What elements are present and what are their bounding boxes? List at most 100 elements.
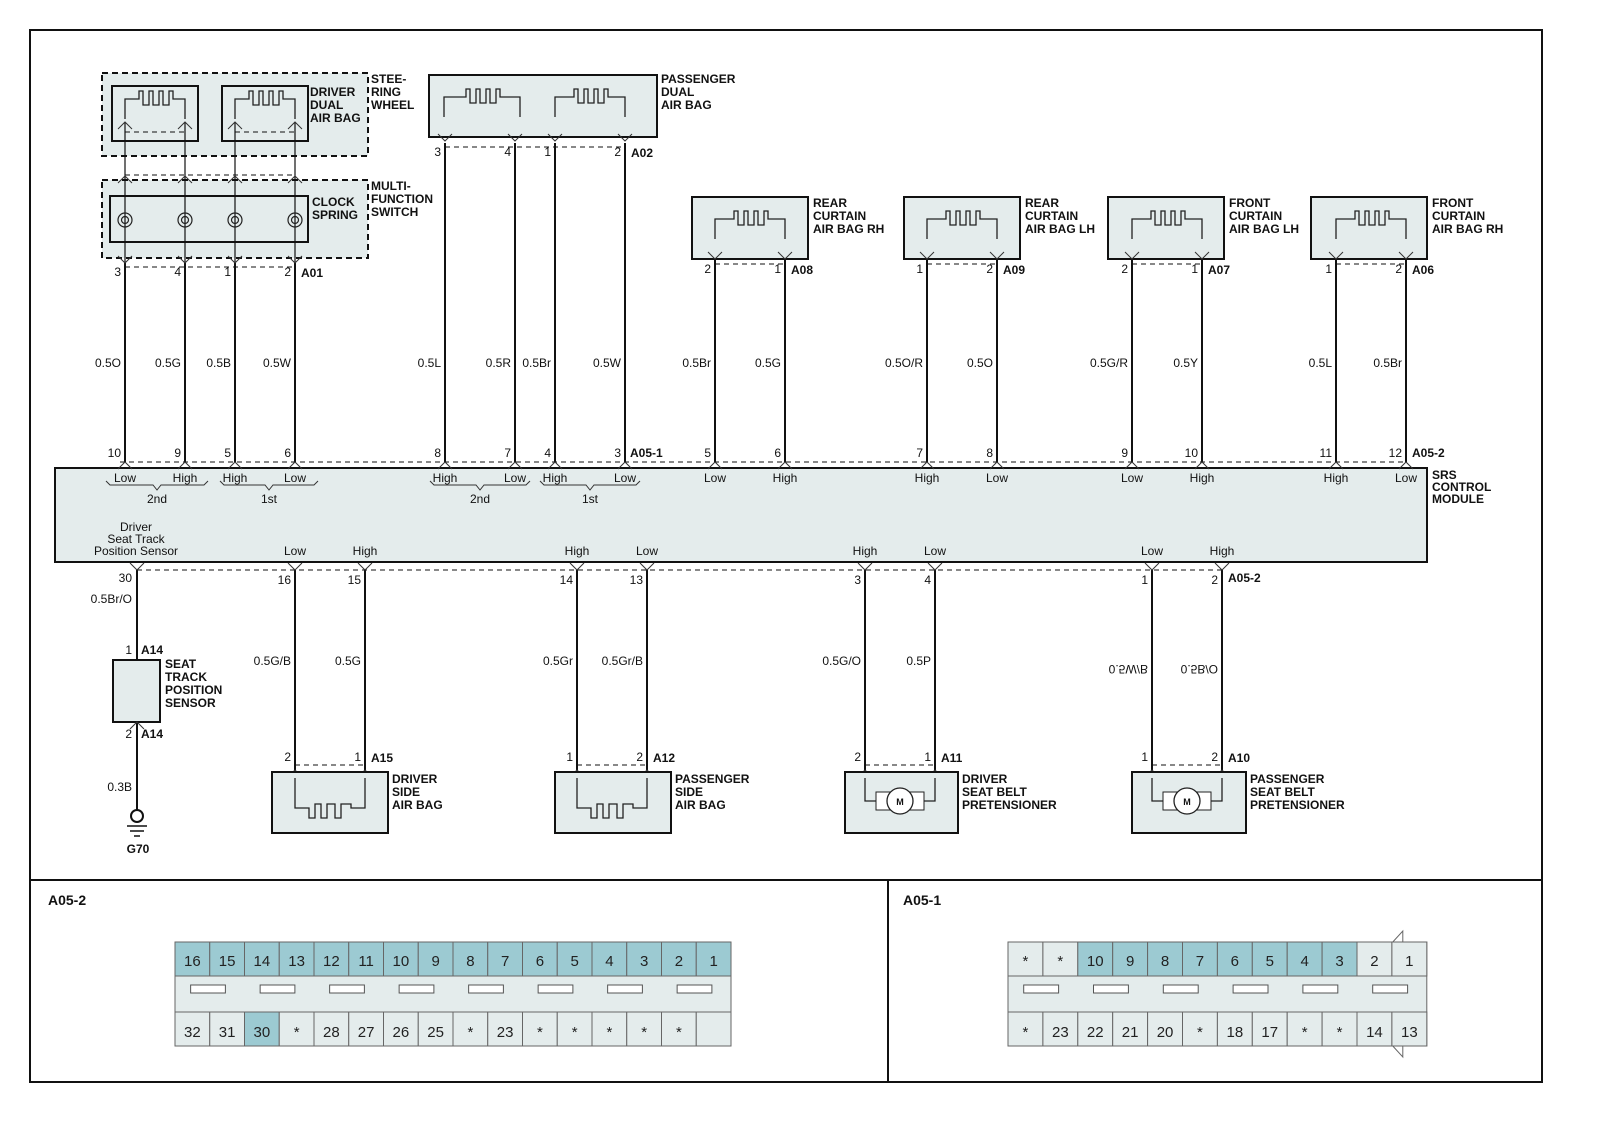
wire-color-label-flipped: 0.5B/O xyxy=(1181,662,1218,676)
ecu-pin-number: 2 xyxy=(1211,573,1218,587)
terminal xyxy=(287,175,303,184)
pin-number: * xyxy=(467,1024,473,1041)
component-label: AIR BAG xyxy=(675,798,726,812)
wire-color-label: 0.5G xyxy=(335,654,361,668)
signal-label: Low xyxy=(924,544,946,558)
signal-label: High xyxy=(223,471,248,485)
terminal xyxy=(547,133,563,142)
connector-id-A10: A10 xyxy=(1228,751,1250,765)
pin-number: * xyxy=(606,1024,612,1041)
pin-number: * xyxy=(641,1024,647,1041)
pin-number: 10 xyxy=(393,953,410,970)
multifunction-switch-label: FUNCTION xyxy=(371,192,433,206)
signal-label: Low xyxy=(704,471,726,485)
terminal xyxy=(227,255,243,264)
clock-spring-coil-icon xyxy=(180,215,190,225)
clock-spring-coil-icon xyxy=(290,215,300,225)
motor-symbol: M xyxy=(1183,797,1191,807)
brace-2nd xyxy=(105,480,209,491)
pin-number: 9 xyxy=(431,953,439,970)
multifunction-switch-label: SWITCH xyxy=(371,205,418,219)
wire-color-label: 0.5O xyxy=(967,356,993,370)
pin-number: * xyxy=(1337,1024,1343,1041)
curtain-airbag-A07 xyxy=(1107,196,1225,260)
wire-color-label: 0.5B xyxy=(206,356,231,370)
pin-cell xyxy=(1216,941,1253,977)
seat-sensor-label: TRACK xyxy=(165,670,207,684)
component-pin-number: 2 xyxy=(125,727,132,741)
pin-cell xyxy=(1112,941,1149,977)
ecu-pin-number: 6 xyxy=(774,446,781,460)
wire-color-label: 0.5G xyxy=(755,356,781,370)
component-pin-number: 2 xyxy=(1395,262,1402,276)
terminal xyxy=(117,175,133,184)
connector-view-title: A05-2 xyxy=(48,892,86,908)
pin-number: 5 xyxy=(1266,953,1274,970)
ecu-terminal xyxy=(617,461,633,470)
ecu-pin-number: 9 xyxy=(174,446,181,460)
pin-cell xyxy=(209,1011,245,1047)
pin-number: * xyxy=(572,1024,578,1041)
ecu-pin-number: 3 xyxy=(614,446,621,460)
connector-id-a05-2: A05-2 xyxy=(1412,446,1445,460)
ecu-terminal xyxy=(777,461,793,470)
ecu-pin-number: 12 xyxy=(1389,446,1403,460)
clock-spring-label: CLOCK xyxy=(312,195,355,209)
pin-number: * xyxy=(1197,1024,1203,1041)
ecu-pin-number: 1 xyxy=(1141,573,1148,587)
signal-label: Low xyxy=(614,471,636,485)
component-pin-number: 1 xyxy=(1325,262,1332,276)
squib-icon xyxy=(554,88,626,117)
squib-icon xyxy=(1131,210,1203,239)
latch-slot xyxy=(607,984,643,994)
component-pin-number: 2 xyxy=(614,145,621,159)
signal-label: High xyxy=(1210,544,1235,558)
component-label: PRETENSIONER xyxy=(962,798,1057,812)
component-pin-number: 3 xyxy=(114,265,121,279)
ecu-terminal xyxy=(1214,562,1230,571)
pin-cell xyxy=(1112,1011,1149,1047)
ecu-terminal xyxy=(287,461,303,470)
pin-number: * xyxy=(676,1024,682,1041)
wire-color-label: 0.5Gr xyxy=(543,654,573,668)
latch-slot xyxy=(1023,984,1060,994)
connector-id-A02: A02 xyxy=(631,146,653,160)
terminal xyxy=(1124,251,1140,260)
pin-cell xyxy=(556,941,593,977)
component-pin-number: 1 xyxy=(1191,262,1198,276)
terminal xyxy=(1328,251,1344,260)
pin-cell xyxy=(244,1011,280,1047)
ecu-pin-number: 4 xyxy=(544,446,551,460)
motor-icon xyxy=(886,787,914,815)
connector-id-A01: A01 xyxy=(301,266,323,280)
connector-id-a14: A14 xyxy=(141,643,163,657)
pin-number: 9 xyxy=(1126,953,1134,970)
brace-1st-label: 1st xyxy=(582,492,599,506)
pin-cell xyxy=(174,1011,211,1047)
clock-spring-coil-icon xyxy=(287,212,303,228)
connector-id-A07: A07 xyxy=(1208,263,1230,277)
pin-number: 6 xyxy=(1231,953,1239,970)
seat-sensor-label: SEAT xyxy=(165,657,197,671)
latch-slot xyxy=(1232,984,1269,994)
squib-icon xyxy=(234,90,296,119)
ecu-terminal xyxy=(227,461,243,470)
component-pin-number: 2 xyxy=(1121,262,1128,276)
component-pin-number: 2 xyxy=(284,750,291,764)
signal-label: High xyxy=(433,471,458,485)
pin-cell xyxy=(1042,1011,1079,1047)
wire-color-label: 0.5W xyxy=(593,356,622,370)
curtain-airbag-label: FRONT xyxy=(1229,196,1271,210)
terminal xyxy=(177,255,193,264)
pin-number: * xyxy=(537,1024,543,1041)
pin-number: 14 xyxy=(254,953,271,970)
ecu-pin-number: 8 xyxy=(986,446,993,460)
latch-slot xyxy=(537,984,574,994)
latch-slot xyxy=(329,984,365,994)
ground-icon xyxy=(130,809,144,823)
wire-color-label-flipped: 0.5W/B xyxy=(1109,662,1148,676)
curtain-airbag-label: CURTAIN xyxy=(1025,209,1078,223)
latch-slot xyxy=(1162,984,1199,994)
pin-cell xyxy=(695,941,732,977)
